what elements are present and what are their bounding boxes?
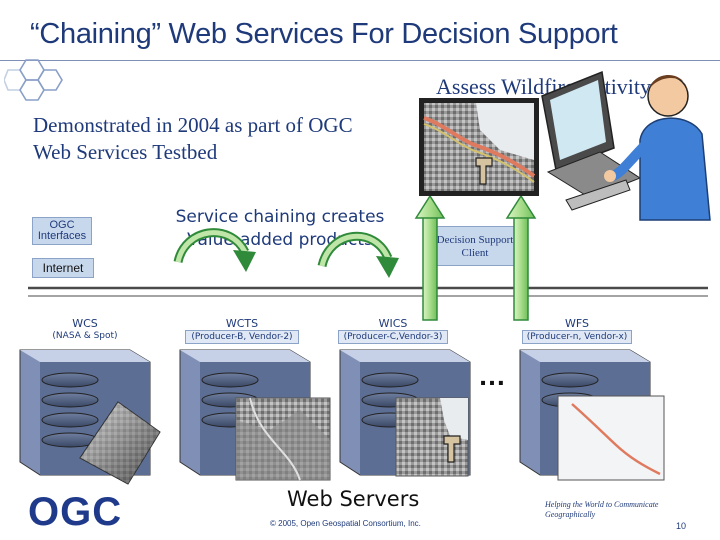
server-icon: [339, 349, 471, 476]
decision-support-label: Decision Support Client: [425, 226, 525, 266]
satellite-image: [79, 401, 161, 485]
ogc-interfaces-label: OGC Interfaces: [32, 217, 92, 245]
page-number: 10: [676, 521, 687, 531]
server-name: WCTS: [225, 317, 259, 330]
server-label-wics: WICS (Producer-C,Vendor-3): [338, 317, 448, 344]
wildfire-map-display: [419, 98, 539, 196]
demo-text: Demonstrated in 2004 as part of OGC Web …: [33, 113, 353, 164]
title-divider: [0, 60, 720, 61]
server-provider: (Producer-C,Vendor-3): [338, 330, 448, 344]
server-icon: [519, 349, 651, 476]
copyright: © 2005, Open Geospatial Consortium, Inc.: [270, 519, 421, 528]
feature-map-image: [557, 395, 665, 481]
server-provider: (Producer-B, Vendor-2): [185, 330, 299, 344]
server-label-wcts: WCTS (Producer-B, Vendor-2): [185, 317, 299, 344]
server-name: WFS: [565, 317, 589, 330]
ellipsis: …: [478, 360, 507, 391]
network-bus: [28, 286, 708, 297]
orthophoto-image: [235, 397, 331, 481]
server-icon: [19, 349, 151, 476]
web-servers-label: Web Servers: [287, 487, 420, 511]
server-label-wfs: WFS (Producer-n, Vendor-x): [522, 317, 632, 344]
hexagon-icon: [4, 59, 63, 101]
server-provider: (NASA & Spot): [52, 331, 118, 341]
server-provider: (Producer-n, Vendor-x): [522, 330, 632, 344]
map-image: [395, 397, 469, 477]
slide-title: “Chaining” Web Services For Decision Sup…: [30, 18, 618, 50]
server-name: WCS: [72, 317, 98, 330]
chaining-text: Service chaining creates Value-added pro…: [175, 207, 385, 250]
slide-subtitle: Assess Wildfire Activity: [436, 74, 652, 99]
internet-label: Internet: [32, 258, 94, 278]
server-label-wcs: WCS (NASA & Spot): [30, 317, 140, 342]
server-icon: [179, 349, 311, 476]
tagline: Helping the World to Communicate Geograp…: [545, 500, 659, 519]
ogc-logo: OGC: [28, 490, 123, 534]
server-name: WICS: [378, 317, 408, 330]
